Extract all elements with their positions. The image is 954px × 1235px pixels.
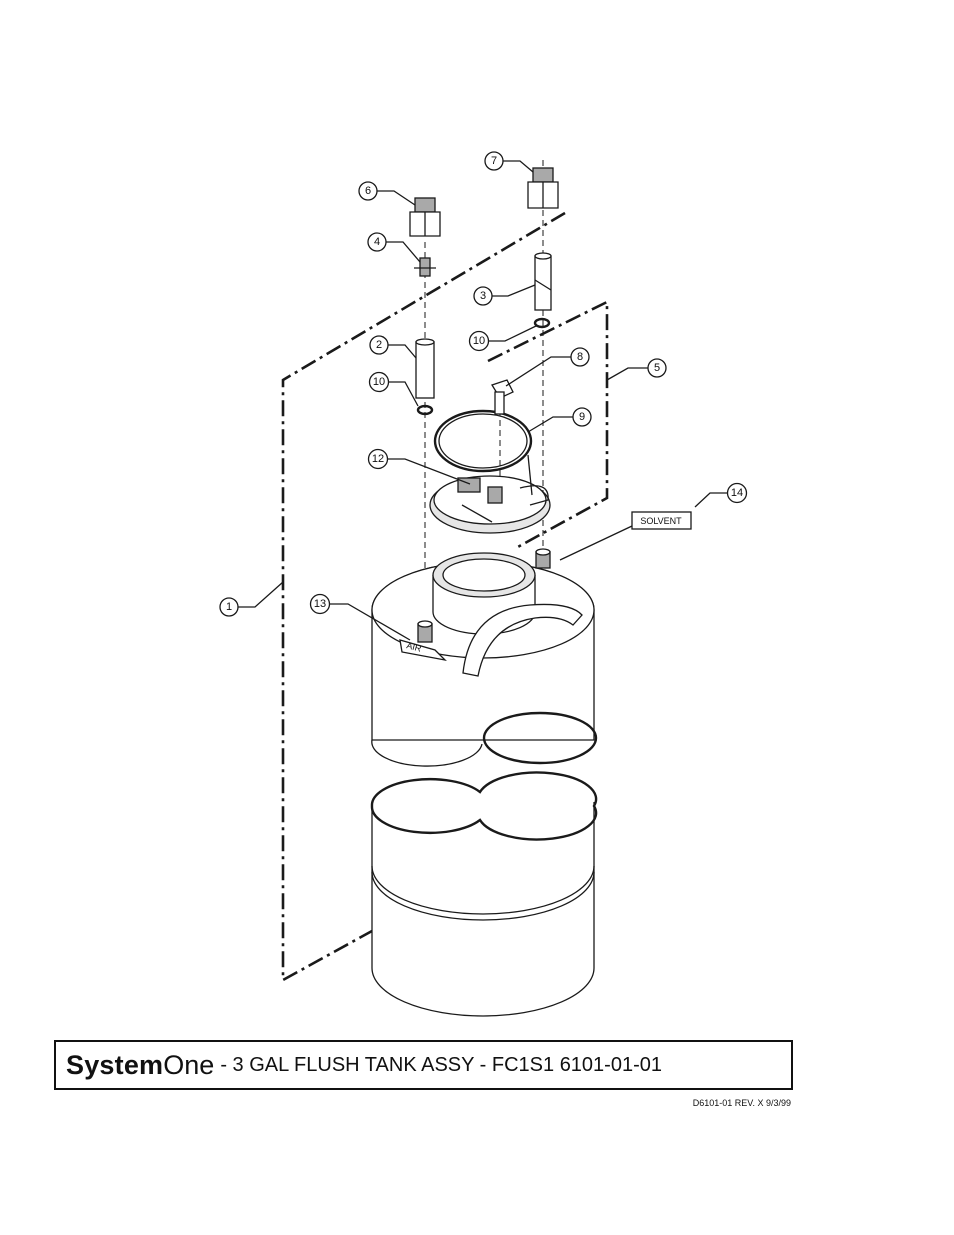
- callout-14: 14: [726, 482, 748, 504]
- lid-subassembly: [429, 409, 551, 534]
- callout-8: 8: [570, 347, 590, 367]
- svg-text:13: 13: [314, 598, 326, 610]
- callout-9: 9: [572, 407, 592, 427]
- right-fitting-stack: [527, 167, 559, 329]
- solvent-tag: SOLVENT: [631, 511, 692, 530]
- center-lines: [424, 160, 544, 625]
- svg-text:1: 1: [226, 601, 232, 613]
- svg-text:10: 10: [373, 376, 385, 388]
- svg-text:10: 10: [473, 335, 485, 347]
- assembly-boundary-5: [487, 299, 609, 550]
- svg-text:3: 3: [480, 290, 486, 302]
- callout-6: 6: [358, 181, 378, 201]
- svg-text:6: 6: [365, 185, 371, 197]
- drawing-revision-ref: D6101-01 REV. X 9/3/99: [692, 1098, 791, 1108]
- svg-text:7: 7: [491, 155, 497, 167]
- air-tag: AIR: [405, 640, 423, 654]
- svg-text:14: 14: [731, 487, 743, 499]
- brand-name-bold: System: [66, 1049, 164, 1080]
- part-8-bent-tube: [491, 379, 514, 415]
- svg-text:9: 9: [579, 411, 585, 423]
- tank-upper-section: AIR: [371, 548, 598, 767]
- svg-text:12: 12: [372, 453, 384, 465]
- callout-13: 13: [309, 593, 331, 615]
- callout-2: 2: [369, 335, 389, 355]
- callout-7: 7: [484, 151, 504, 171]
- callout-1: 1: [219, 597, 239, 617]
- title-block: System One - 3 GAL FLUSH TANK ASSY - FC1…: [54, 1040, 793, 1090]
- brand-name-light: One: [163, 1049, 215, 1080]
- left-fitting-stack: [409, 197, 441, 416]
- svg-text:SOLVENT: SOLVENT: [640, 516, 682, 526]
- svg-text:4: 4: [374, 236, 380, 248]
- callout-10-lower: 10: [368, 371, 390, 393]
- callout-4: 4: [367, 232, 387, 252]
- svg-text:2: 2: [376, 339, 382, 351]
- svg-text:8: 8: [577, 351, 583, 363]
- tank-lower-section: [370, 771, 598, 1017]
- assembly-boundary-1: [281, 211, 566, 983]
- callout-5: 5: [647, 358, 667, 378]
- callout-3: 3: [473, 286, 493, 306]
- leader-lines: [238, 160, 728, 641]
- drawing-title: - 3 GAL FLUSH TANK ASSY - FC1S1 6101-01-…: [220, 1053, 662, 1076]
- callout-10-upper: 10: [468, 330, 490, 352]
- svg-text:5: 5: [654, 362, 660, 374]
- callout-12: 12: [367, 448, 389, 470]
